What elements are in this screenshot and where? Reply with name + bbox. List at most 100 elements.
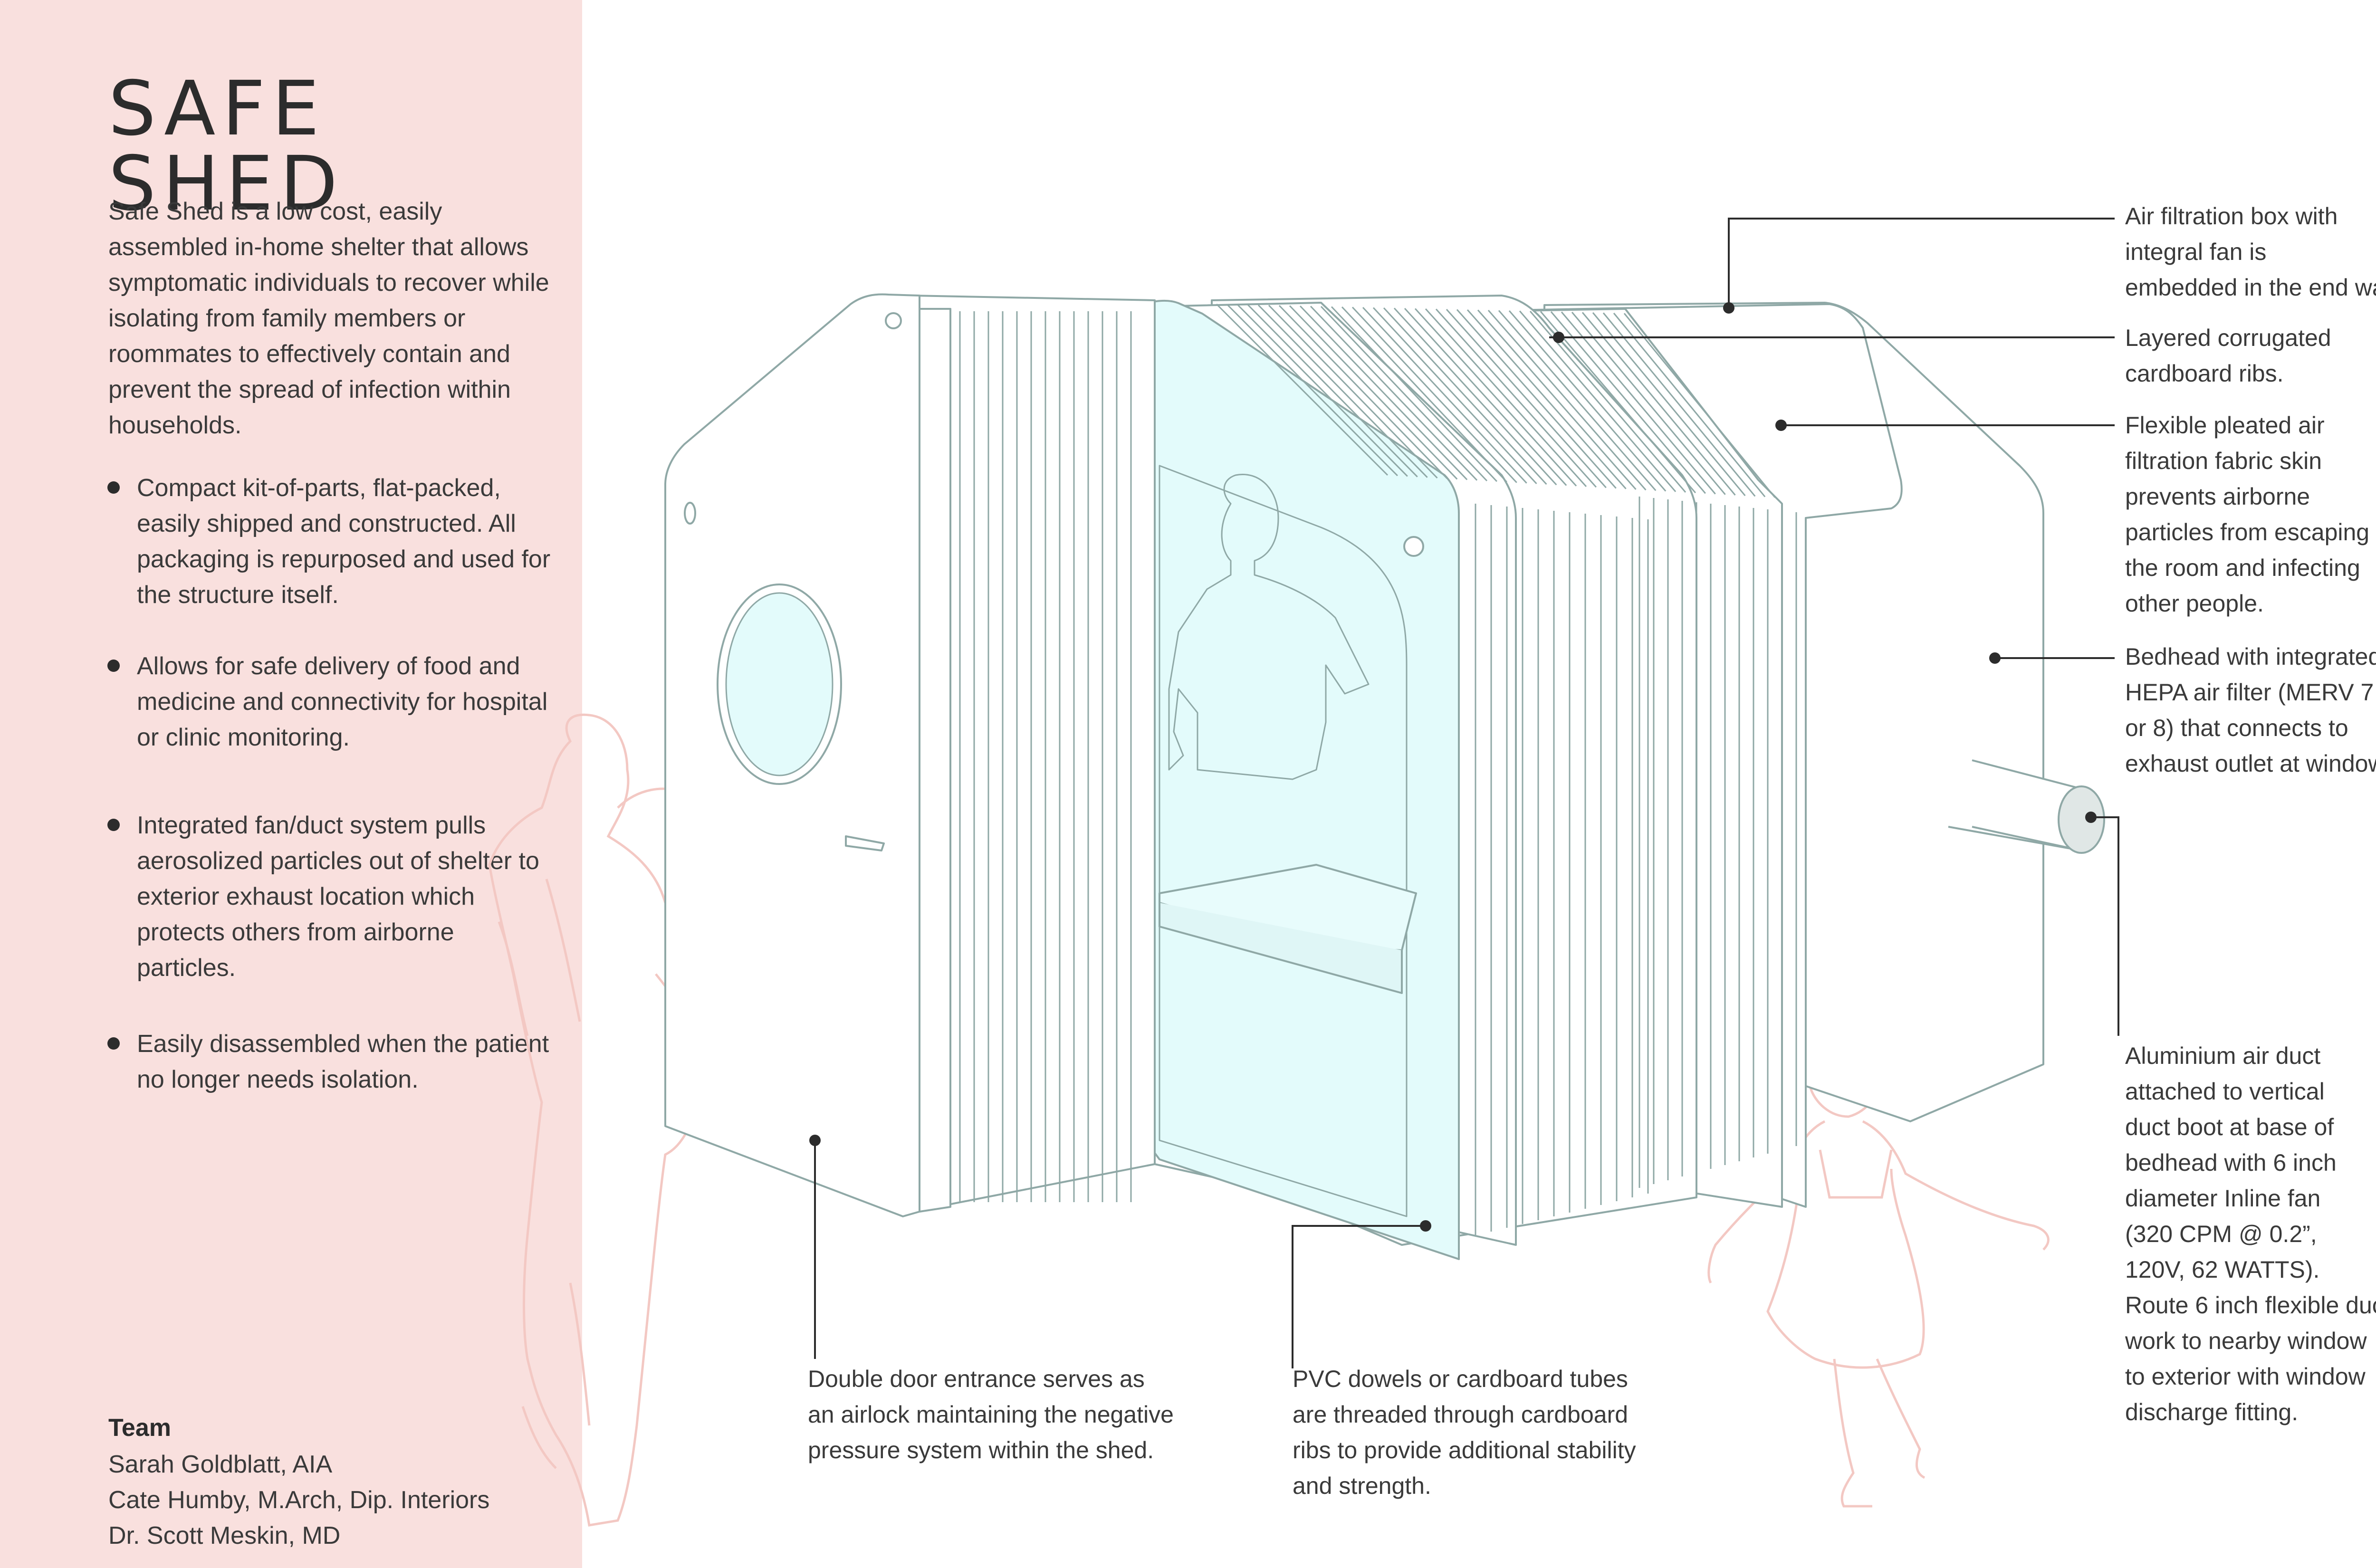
- roof-rib-line: [1299, 305, 1468, 480]
- roof-rib-line: [1508, 310, 1667, 492]
- roof-rib-line: [1320, 306, 1488, 482]
- callout-line: ribs to provide additional stability: [1293, 1437, 1636, 1463]
- callout-line: the room and infecting: [2125, 555, 2360, 581]
- callout-dot-icon: [1989, 652, 2001, 664]
- bullet-item: Compact kit-of-parts, flat-packed, easil…: [107, 470, 560, 613]
- callout-line: attached to vertical: [2125, 1078, 2325, 1105]
- callout-line: Layered corrugated: [2125, 325, 2331, 351]
- team-heading: Team: [108, 1414, 171, 1442]
- bullet-text: Easily disassembled when the patient no …: [137, 1030, 549, 1093]
- leader-pvc-dowels: [1292, 1225, 1426, 1368]
- callout-line: are threaded through cardboard: [1293, 1401, 1629, 1428]
- callout-dot-icon: [2085, 812, 2097, 823]
- callout-line: HEPA air filter (MERV 7: [2125, 679, 2374, 706]
- callout-dot-icon: [1553, 332, 1564, 343]
- callout-line: work to nearby window: [2125, 1328, 2367, 1354]
- cardboard-ribs-back: [1638, 497, 1797, 1188]
- callout-line: Flexible pleated air: [2125, 412, 2325, 439]
- bullet-dot-icon: [107, 481, 120, 494]
- shed-structure: [664, 293, 2044, 1260]
- roof-rib-line: [1519, 310, 1677, 492]
- sidebar-panel: SAFE SHED Safe Shed is a low cost, easil…: [0, 0, 582, 1568]
- leader-air-duct: [2086, 816, 2119, 1036]
- callout-line: integral fan is: [2125, 239, 2267, 265]
- roof-rib-line: [1435, 308, 1597, 488]
- callout-leaders: [814, 218, 2119, 1368]
- roof-rib-line: [1226, 304, 1398, 477]
- roof-rib-line: [1247, 304, 1418, 478]
- team-member: Cate Humby, M.Arch, Dip. Interiors: [108, 1486, 490, 1514]
- callout-dot-icon: [1775, 420, 1787, 431]
- roof-rib-line: [1404, 307, 1567, 486]
- roof-rib-line: [1592, 312, 1746, 497]
- roof-rib-line: [1236, 304, 1408, 477]
- callout-fabric-skin: Flexible pleated air filtration fabric s…: [2125, 408, 2369, 621]
- cardboard-ribs-middle: [1475, 504, 1649, 1235]
- callout-dot-icon: [809, 1135, 821, 1146]
- callout-line: or 8) that connects to: [2125, 715, 2348, 741]
- roof-rib-line: [1414, 308, 1577, 487]
- bullet-item: Allows for safe delivery of food and med…: [107, 649, 560, 755]
- bullet-dot-icon: [107, 1037, 120, 1050]
- roof-rib-line: [1456, 309, 1617, 489]
- cardboard-ribs-front: [959, 311, 1132, 1202]
- roof-rib-line: [1477, 309, 1637, 490]
- air-duct: [1948, 759, 2105, 854]
- roof-rib-line: [1268, 305, 1438, 479]
- callout-air-duct: Aluminium air duct attached to vertical …: [2125, 1038, 2376, 1430]
- roof-rib-line: [1216, 303, 1389, 476]
- bullet-text: Allows for safe delivery of food and med…: [137, 652, 548, 751]
- intro-paragraph: Safe Shed is a low cost, easily assemble…: [108, 198, 549, 439]
- bullet-item: Easily disassembled when the patient no …: [107, 1026, 560, 1098]
- callout-line: Air filtration box with: [2125, 203, 2338, 229]
- roof-rib-line: [1372, 307, 1537, 485]
- callout-line: an airlock maintaining the negative: [808, 1401, 1174, 1428]
- bullet-dot-icon: [107, 660, 120, 672]
- callout-line: Aluminium air duct: [2125, 1042, 2321, 1069]
- roof-rib-line: [1540, 311, 1696, 494]
- roof-rib-line: [1383, 307, 1547, 485]
- callout-dot-icon: [1723, 302, 1734, 314]
- callout-line: prevents airborne: [2125, 483, 2310, 510]
- roof-rib-line: [1466, 309, 1627, 489]
- bullet-text: Integrated fan/duct system pulls aerosol…: [137, 812, 539, 982]
- leader-air-filtration-box: [1728, 218, 2115, 308]
- callout-line: duct boot at base of: [2125, 1114, 2334, 1140]
- roof-rib-line: [1310, 306, 1478, 481]
- roof-rib-line: [1581, 312, 1736, 496]
- roof-rib-line: [1498, 310, 1657, 491]
- callout-line: particles from escaping: [2125, 519, 2370, 545]
- callout-line: 120V, 62 WATTS).: [2125, 1256, 2320, 1283]
- bullet-text: Compact kit-of-parts, flat-packed, easil…: [137, 474, 551, 609]
- callout-cardboard-ribs: Layered corrugated cardboard ribs.: [2125, 320, 2331, 392]
- roof-rib-line: [1613, 313, 1766, 497]
- roof-rib-line: [1561, 311, 1716, 495]
- roof-rib-line: [1278, 305, 1448, 479]
- callout-line: pressure system within the shed.: [808, 1437, 1154, 1463]
- callout-double-door: Double door entrance serves as an airloc…: [808, 1361, 1174, 1468]
- callout-line: Route 6 inch flexible duct: [2125, 1292, 2376, 1319]
- roof-rib-line: [1289, 305, 1458, 480]
- callout-pvc-dowels: PVC dowels or cardboard tubes are thread…: [1293, 1361, 1636, 1504]
- callout-bedhead: Bedhead with integrated HEPA air filter …: [2125, 639, 2376, 782]
- callout-air-filtration-box: Air filtration box with integral fan is …: [2125, 199, 2376, 306]
- roof-rib-line: [1623, 313, 1776, 498]
- callout-line: embedded in the end wall.: [2125, 274, 2376, 301]
- callout-line: to exterior with window: [2125, 1363, 2366, 1390]
- callout-line: diameter Inline fan: [2125, 1185, 2321, 1212]
- callout-line: cardboard ribs.: [2125, 360, 2284, 387]
- team-member: Sarah Goldblatt, AIA: [108, 1451, 333, 1478]
- callout-line: bedhead with 6 inch: [2125, 1149, 2337, 1176]
- callout-line: PVC dowels or cardboard tubes: [1293, 1366, 1628, 1392]
- roof-rib-line: [1331, 306, 1497, 482]
- bullet-dot-icon: [107, 819, 120, 831]
- callout-dot-icon: [1420, 1220, 1431, 1232]
- callout-line: other people.: [2125, 590, 2264, 617]
- roof-rib-line: [1351, 306, 1517, 483]
- callout-line: filtration fabric skin: [2125, 448, 2322, 474]
- roof-rib-line: [1362, 306, 1527, 484]
- callout-line: discharge fitting.: [2125, 1399, 2299, 1425]
- callout-line: (320 CPM @ 0.2”,: [2125, 1221, 2317, 1247]
- bullet-item: Integrated fan/duct system pulls aerosol…: [107, 808, 560, 986]
